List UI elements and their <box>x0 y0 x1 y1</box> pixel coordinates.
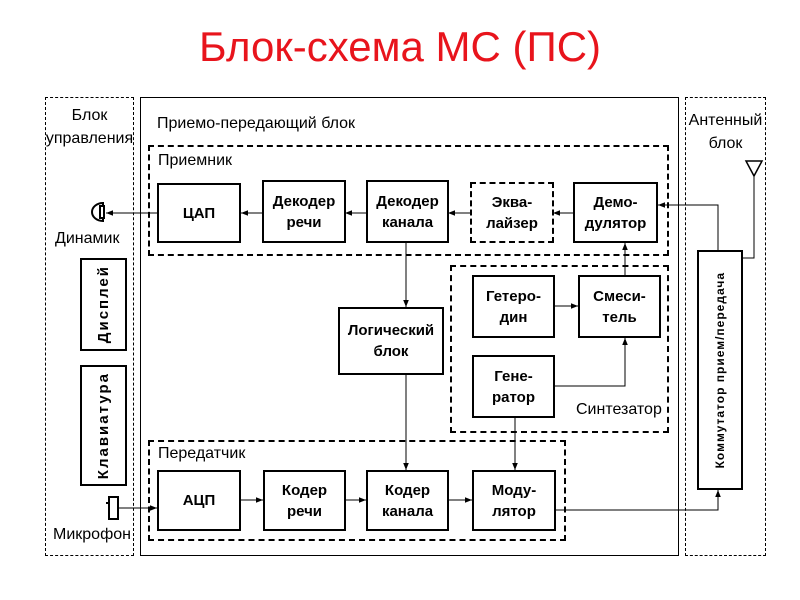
logic-block: Логический блок <box>338 307 444 375</box>
generator-label-line2: ратор <box>492 388 535 406</box>
wire-antenna-switch <box>742 175 755 259</box>
channel-coder-label-line1: Кодер <box>384 481 431 499</box>
equalizer-label-line1: Эква- <box>491 193 533 211</box>
control-block-title-line1: Блок <box>71 107 108 124</box>
mixer-label-line1: Смеси- <box>593 287 646 305</box>
antenna-block-frame <box>685 97 766 556</box>
speech-decoder-block: Декодер речи <box>262 180 346 243</box>
wire-generator-mixer <box>555 338 628 387</box>
channel-decoder-label-line2: канала <box>381 213 434 231</box>
synthesizer-frame <box>450 265 669 433</box>
transmitter-frame <box>148 440 566 541</box>
channel-decoder-block: Декодер канала <box>366 180 449 243</box>
demodulator-label-line1: Демо- <box>593 193 638 211</box>
heterodyne-block: Гетеро- дин <box>472 275 555 338</box>
transceiver-block-frame <box>140 97 679 556</box>
microphone-label: Микрофон <box>53 526 131 543</box>
channel-decoder-label-line1: Декодер <box>376 192 439 210</box>
generator-label-line1: Гене- <box>494 367 533 385</box>
modulator-label-line1: Моду- <box>491 481 537 499</box>
speaker-label: Динамик <box>55 230 120 247</box>
equalizer-block: Эква- лайзер <box>470 182 554 243</box>
demodulator-block: Демо- дулятор <box>573 182 658 243</box>
tx-rx-switch-label: Коммутатор прием/передача <box>713 271 727 469</box>
transceiver-title: Приемо-передающий блок <box>157 115 356 132</box>
generator-block: Гене- ратор <box>472 355 555 418</box>
control-block-frame <box>45 97 134 556</box>
channel-coder-block: Кодер канала <box>366 470 449 531</box>
receiver-title: Приемник <box>158 152 233 169</box>
speech-decoder-label-line1: Декодер <box>272 192 336 210</box>
modulator-label-line2: лятор <box>492 502 536 520</box>
transmitter-title: Передатчик <box>158 445 246 462</box>
page-title: Блок-схема МС (ПС) <box>198 23 602 70</box>
antenna-icon <box>744 160 764 178</box>
keyboard-block: Клавиатура <box>80 365 127 486</box>
keyboard-label: Клавиатура <box>95 371 112 480</box>
adc-block: АЦП <box>157 470 241 531</box>
heterodyne-label-line1: Гетеро- <box>486 287 541 305</box>
speech-coder-label-line2: речи <box>286 502 323 520</box>
adc-label: АЦП <box>182 492 216 509</box>
equalizer-label-line2: лайзер <box>486 214 538 232</box>
antenna-block-title-line1: Антенный <box>688 112 763 129</box>
speech-coder-block: Кодер речи <box>263 470 346 531</box>
control-block-title-line2: управления <box>45 130 134 147</box>
speech-coder-label-line1: Кодер <box>281 481 328 499</box>
channel-coder-label-line2: канала <box>381 502 434 520</box>
speaker-icon <box>91 201 105 223</box>
receiver-frame <box>148 145 669 256</box>
heterodyne-label-line2: дин <box>499 308 528 326</box>
tx-rx-switch-block: Коммутатор прием/передача <box>697 250 743 490</box>
synthesizer-title: Синтезатор <box>576 401 662 418</box>
wire-modulator-switch <box>555 490 721 511</box>
dac-block: ЦАП <box>157 183 241 243</box>
dac-label: ЦАП <box>182 204 216 222</box>
modulator-block: Моду- лятор <box>472 470 556 531</box>
logic-block-label-line2: блок <box>373 343 409 360</box>
demodulator-label-line2: дулятор <box>584 214 647 232</box>
microphone-icon <box>106 496 119 520</box>
antenna-block-title: Антенный блок <box>685 111 766 154</box>
mixer-block: Смеси- тель <box>578 275 661 338</box>
control-block-title: Блок управления <box>45 106 134 149</box>
mixer-label-line2: тель <box>602 308 637 326</box>
antenna-block-title-line2: блок <box>708 135 743 152</box>
speech-decoder-label-line2: речи <box>286 213 322 231</box>
display-block: Дисплей <box>80 258 127 351</box>
display-label: Дисплей <box>95 265 112 344</box>
wire-switch-demodulator <box>658 202 719 250</box>
logic-block-label-line1: Логический <box>347 322 435 339</box>
